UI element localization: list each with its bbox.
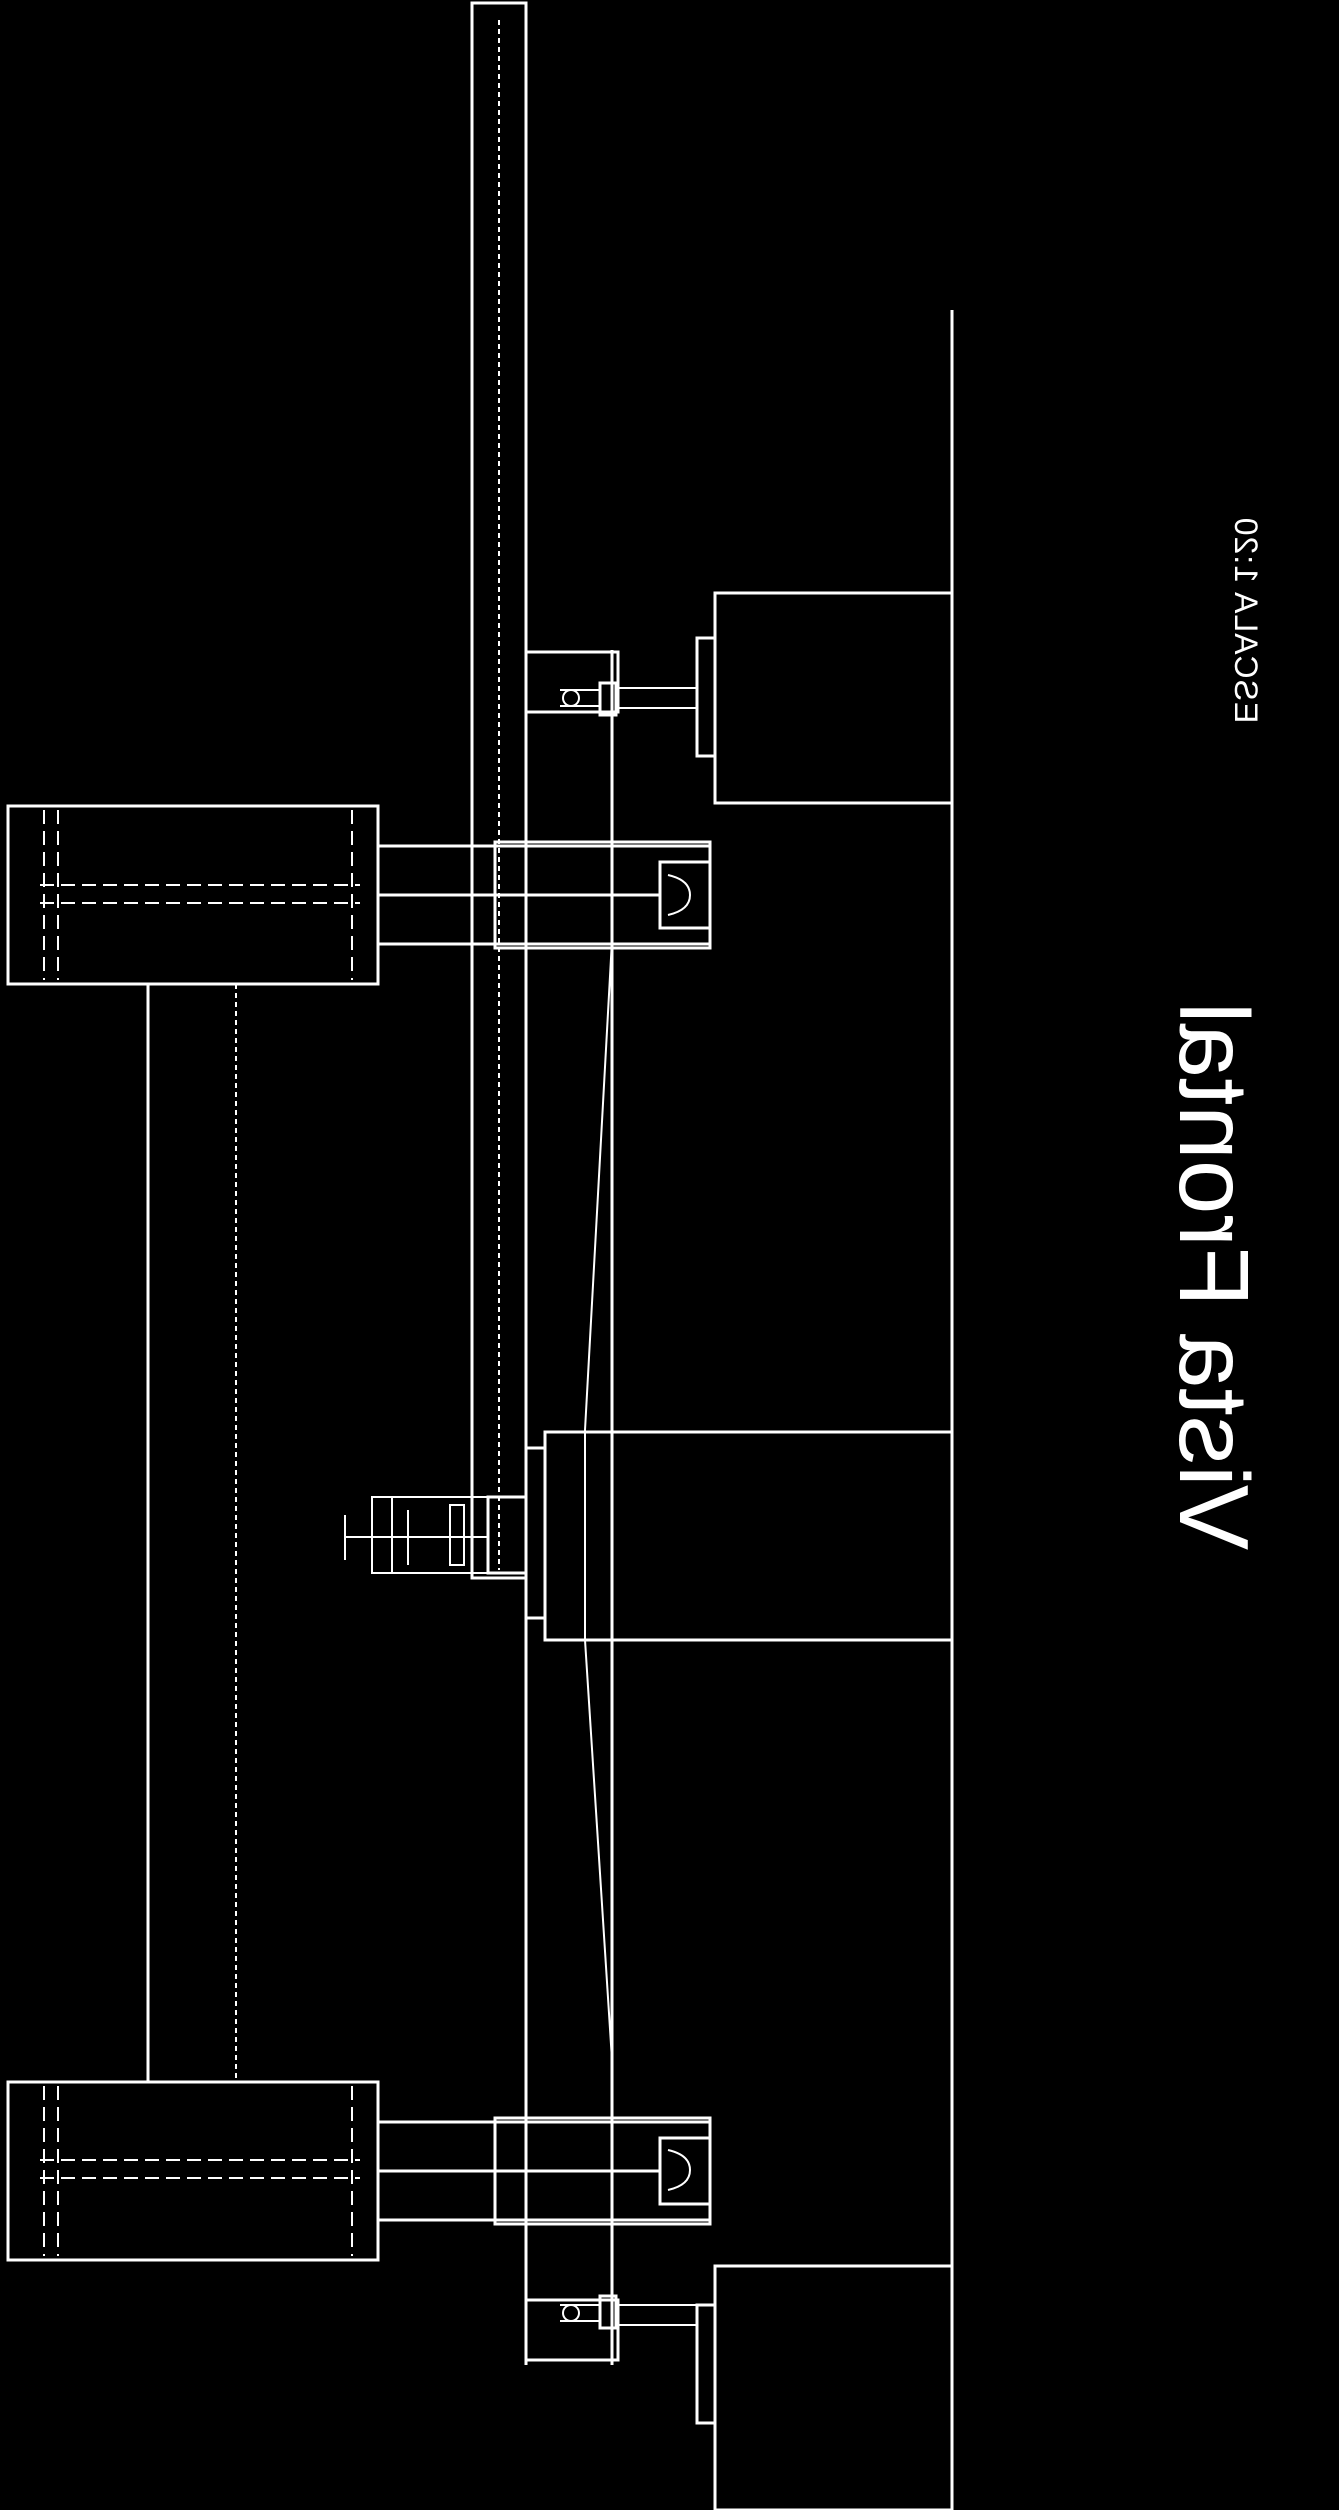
drawing-scale: ESCALA 1:20: [1228, 517, 1264, 724]
cylinder-lower: [376, 2116, 712, 2226]
central-clamp: [344, 1495, 528, 1575]
main-shaft: [524, 650, 614, 2365]
support-post-lower: [617, 2264, 954, 2510]
motor-lower: [6, 2080, 380, 2262]
motor-upper: [6, 804, 380, 986]
tapered-profile: [584, 939, 613, 2061]
connecting-tube: [146, 984, 237, 2082]
support-post-upper: [617, 591, 954, 805]
bracket-block-lower: [524, 2294, 620, 2362]
bracket-block-upper: [524, 650, 620, 717]
cylinder-upper: [376, 840, 712, 950]
drawing-title: Vista Frontal: [1159, 1002, 1269, 1550]
central-pedestal: [524, 1430, 954, 1642]
long-beam: [470, 1, 528, 1580]
